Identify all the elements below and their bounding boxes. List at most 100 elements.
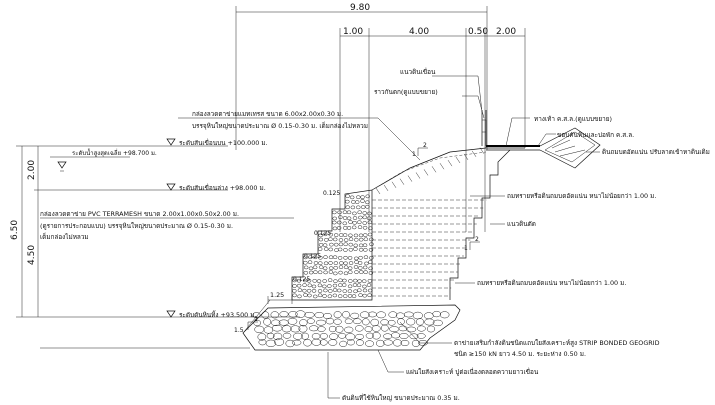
footpath-label: ทางเท้า ค.ส.ล.(ดูแบบขยาย) xyxy=(534,115,612,123)
stone xyxy=(356,195,361,200)
stone xyxy=(343,261,348,266)
stone xyxy=(332,283,338,288)
step-label-3: 0.125 xyxy=(304,253,321,260)
stone xyxy=(353,243,358,248)
stone xyxy=(357,225,363,230)
stone xyxy=(308,255,313,260)
dim-seg-2: 4.00 xyxy=(409,27,429,37)
stone xyxy=(389,326,400,332)
stone xyxy=(303,265,309,270)
dim-seg-1: 1.00 xyxy=(343,27,363,37)
stone xyxy=(343,248,348,252)
stone xyxy=(352,220,357,225)
stone xyxy=(322,266,328,271)
stone xyxy=(252,312,261,319)
stone xyxy=(366,283,372,287)
stone xyxy=(322,279,327,283)
stone xyxy=(380,324,389,332)
stone xyxy=(439,311,450,319)
stone xyxy=(308,270,314,275)
stone xyxy=(343,294,348,298)
stone xyxy=(338,238,344,242)
stone xyxy=(362,215,368,220)
slope-hatch xyxy=(407,175,413,182)
stone xyxy=(333,279,338,284)
stone xyxy=(292,284,297,288)
stone xyxy=(343,242,348,247)
stone xyxy=(317,270,323,275)
stone xyxy=(354,256,359,261)
stone xyxy=(287,317,298,325)
stone xyxy=(333,318,342,325)
stone xyxy=(380,319,389,326)
stone xyxy=(328,339,338,346)
stone xyxy=(347,294,353,298)
stone xyxy=(348,242,353,247)
stone xyxy=(363,255,369,260)
stone xyxy=(354,270,359,274)
stone xyxy=(367,232,373,237)
stone xyxy=(416,318,424,326)
stone xyxy=(362,318,370,326)
slope-mid-run: 1 xyxy=(464,245,468,252)
stone xyxy=(376,311,386,319)
stone xyxy=(368,226,373,231)
slope-hatch xyxy=(431,166,437,173)
embankment-outline xyxy=(242,120,601,334)
stone xyxy=(338,242,344,247)
slope-indicator-mid: 2 1 xyxy=(464,236,480,252)
stone xyxy=(318,233,323,238)
stone xyxy=(398,325,408,332)
stone xyxy=(313,270,318,275)
stone xyxy=(348,220,353,224)
stone xyxy=(365,340,374,347)
stone xyxy=(371,325,381,332)
stone xyxy=(368,271,374,275)
stone xyxy=(348,233,353,238)
stone xyxy=(345,194,350,198)
pvc-box-fill-label: เต็มกล่องไม่หลวม xyxy=(40,232,89,241)
stone xyxy=(344,318,353,325)
stone xyxy=(432,319,443,327)
railing-label: ราวกันตก(ดูแบบขยาย) xyxy=(374,88,438,96)
stone xyxy=(338,278,343,283)
stone xyxy=(296,283,302,288)
stone xyxy=(387,319,396,326)
stone xyxy=(358,215,363,220)
stone xyxy=(316,279,322,284)
left-dimension-chain: 6.50 2.00 4.50 xyxy=(10,145,300,318)
stone xyxy=(272,332,283,341)
curb-label: ขอบคันหินและบ่อพัก ค.ส.ล. xyxy=(557,131,634,139)
stone xyxy=(367,279,373,283)
stone xyxy=(358,293,363,298)
stone xyxy=(325,317,335,325)
stone xyxy=(350,205,356,210)
stone xyxy=(332,220,337,225)
stone xyxy=(367,288,373,293)
stone xyxy=(323,261,329,266)
stone xyxy=(290,325,301,333)
stone xyxy=(317,283,323,288)
stone xyxy=(397,318,405,325)
stone xyxy=(388,311,398,318)
cut-line-label: แนวดินตัด xyxy=(507,220,536,228)
stone xyxy=(364,326,373,333)
stone xyxy=(362,279,367,284)
stone xyxy=(328,255,334,260)
geogrid-spec-label: ชนิด ≥150 kN ยาว 4.50 ม. ระยะห่าง 0.50 ม… xyxy=(454,350,586,358)
stone xyxy=(354,237,359,242)
stone xyxy=(303,255,308,260)
callouts: แนวดินเขื่อน ราวกันตก(ดูแบบขยาย) กล่องลว… xyxy=(40,67,710,402)
stone xyxy=(352,216,358,220)
stone xyxy=(323,232,328,237)
stone xyxy=(354,200,360,204)
stone xyxy=(348,261,354,265)
stone xyxy=(365,194,370,199)
stone xyxy=(339,261,344,265)
stone xyxy=(311,288,317,293)
dim-lower-height: 4.50 xyxy=(27,245,37,265)
step-label-2: 0.125 xyxy=(314,230,331,237)
stone xyxy=(400,340,410,346)
slope-hatch xyxy=(383,184,389,192)
